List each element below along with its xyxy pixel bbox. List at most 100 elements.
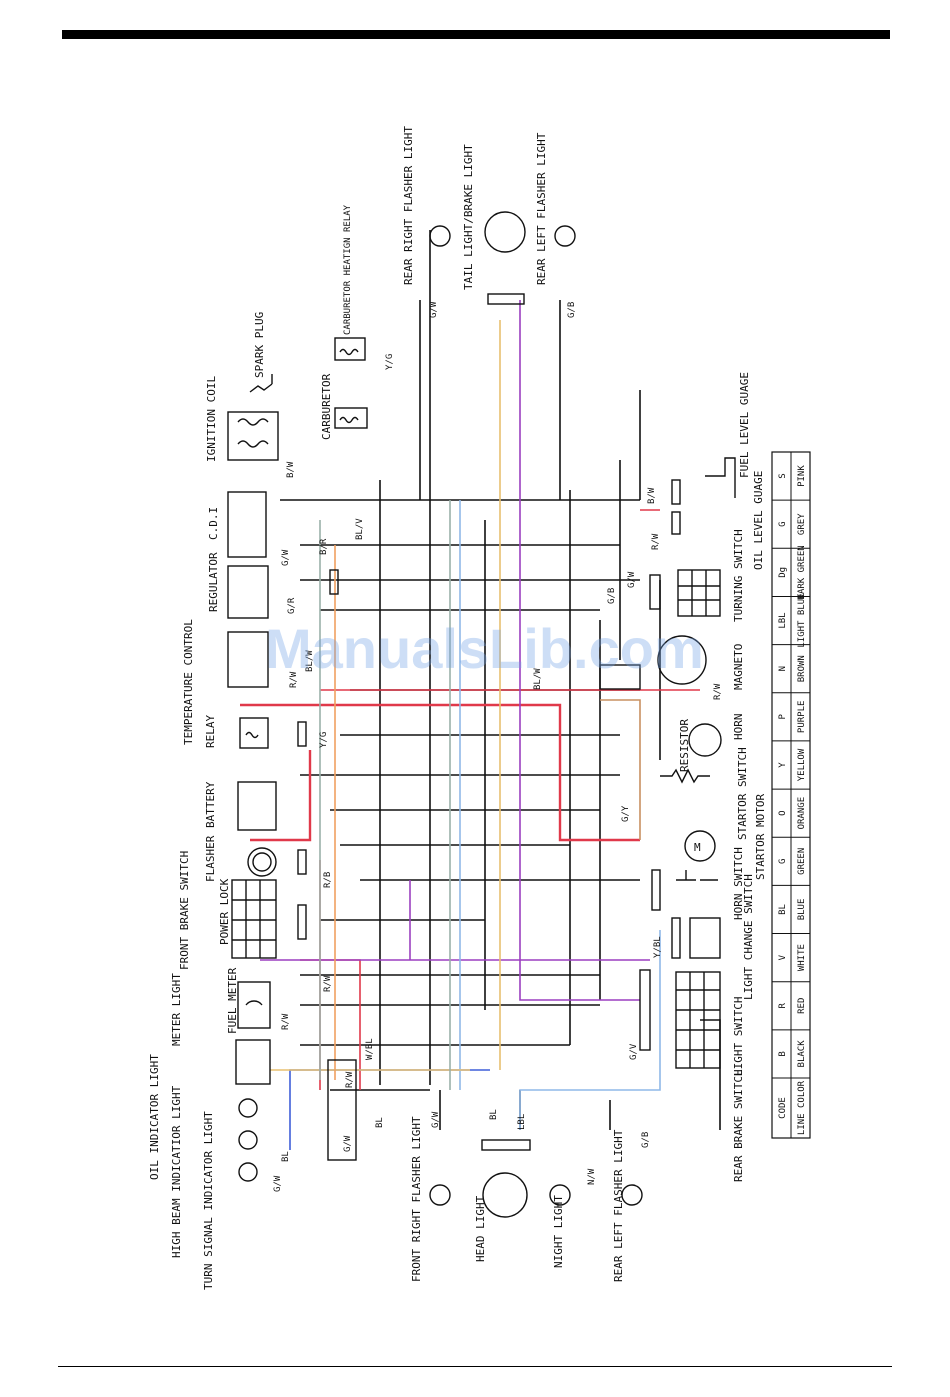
turning-switch-grid [677, 569, 721, 617]
label-oil-level-gauge: OIL LEVEL GUAGE [752, 471, 765, 570]
oil-indicator-bulb-icon [238, 1098, 258, 1118]
wire-label: R/W [345, 1071, 355, 1088]
head-light-connector [481, 1139, 531, 1151]
table-color-cell: GREY [797, 513, 807, 535]
label-resistor: RESISTOR [678, 719, 691, 772]
label-front-brake-switch: FRONT BRAKE SWITCH [178, 851, 191, 970]
table-color-cell: BLACK [797, 1040, 807, 1068]
fuel-gauge-symbol [705, 457, 736, 498]
table-code-cell: G [778, 522, 788, 527]
label-cdi: C.D.I [207, 507, 220, 540]
table-color-cell: LIGHT BLUE [797, 593, 807, 647]
connector-bar-turning-switch [649, 574, 661, 610]
rear-left-flasher-bulb-bottom-icon [621, 1184, 643, 1206]
label-front-right-flasher: FRONT RIGHT FLASHER LIGHT [410, 1116, 423, 1282]
table-color-cell: ORANGE [797, 797, 807, 830]
label-night-light: NIGHT LIGHT [552, 1195, 565, 1268]
label-rear-left-flasher-top: REAR LEFT FLASHER LIGHT [535, 132, 548, 285]
label-regulator: REGULATOR [207, 552, 220, 612]
connector-bar-light-switch [639, 969, 651, 1051]
resistor-symbol [660, 768, 710, 784]
label-oil-indicator: OIL INDICATOR LIGHT [148, 1054, 161, 1180]
rear-left-flasher-bulb-top-icon [554, 225, 576, 247]
table-color-cell: DARK GREEN [797, 545, 807, 599]
label-rear-left-flasher-bottom: REAR LEFT FLASHER LIGHT [612, 1129, 625, 1282]
wire-label: G/W [627, 571, 637, 588]
label-spark-plug: SPARK PLUG [253, 312, 266, 378]
label-carburetor: CARBURETOR [320, 373, 333, 440]
carburetor-symbol [334, 407, 368, 429]
wire-label: G/W [431, 1111, 441, 1128]
wire-label: G/V [629, 1043, 639, 1060]
ignition-coil-windings [237, 418, 269, 448]
cdi-box [227, 491, 267, 558]
connector-bar-regulator [329, 569, 339, 595]
label-turn-signal-indicator: TURN SIGNAL INDICATOR LIGHT [202, 1111, 215, 1290]
wire-label: Y/G [385, 354, 395, 370]
label-magneto: MAGNETO [732, 644, 745, 690]
wire-label: BL [489, 1109, 499, 1120]
label-head-light: HEAD LIGHT [474, 1195, 487, 1262]
front-right-flasher-bulb-icon [429, 1184, 451, 1206]
spark-plug-symbol [249, 374, 273, 393]
wire-label: B/R [319, 538, 329, 555]
wire-harness [240, 230, 721, 1150]
ignition-coil-symbol [227, 411, 279, 461]
connector-bar-powerlock [297, 904, 307, 940]
wire-label: Y/BL [653, 936, 663, 958]
label-flasher: FLASHER [204, 835, 217, 882]
wire-label: G/W [273, 1175, 283, 1192]
label-ignition-coil: IGNITION COIL [205, 376, 218, 462]
wire-label: LBL [517, 1114, 527, 1130]
tail-light-bulb-icon [484, 211, 526, 253]
label-horn: HORN [732, 714, 745, 741]
table-color-cell: RED [797, 998, 807, 1014]
wire-label: BL [281, 1151, 291, 1162]
wire-label: N/W [587, 1168, 597, 1185]
svg-text:M: M [694, 841, 701, 854]
label-meter-light: METER LIGHT [170, 973, 183, 1046]
bottom-rule [58, 1366, 892, 1367]
wire-label: BL/W [533, 668, 543, 690]
horn-symbol [688, 723, 722, 757]
power-lock-grid [231, 879, 277, 959]
turn-indicator-bulb-icon [238, 1162, 258, 1182]
wire-label: G/W [343, 1135, 353, 1152]
tail-light-connector [487, 293, 525, 305]
wire-label: BL [375, 1117, 385, 1128]
high-beam-indicator-bulb-icon [238, 1130, 258, 1150]
label-relay: RELAY [204, 715, 217, 748]
label-carb-relay: CARBURETOR HEATIGN RELAY [343, 204, 353, 335]
table-code-cell: Y [778, 762, 788, 768]
table-code-cell: G [778, 859, 788, 864]
table-color-cell: PURPLE [797, 701, 807, 734]
label-fuel-level-gauge: FUEL LEVEL GUAGE [738, 372, 751, 478]
magneto-symbol [657, 635, 707, 685]
light-change-switch-grid [689, 917, 721, 959]
rear-right-flasher-bulb-icon [429, 225, 451, 247]
wire-label: R/W [323, 975, 333, 992]
table-code-cell: BL [778, 904, 788, 915]
head-light-bulb-icon [482, 1172, 528, 1218]
battery-symbol [237, 781, 277, 831]
wire-label: B/W [286, 461, 296, 478]
table-code-cell: P [778, 714, 788, 720]
wire-label: B/W [647, 487, 657, 504]
horn-switch-symbol [676, 870, 718, 881]
label-temperature-control: TEMPERATURE CONTROL [182, 619, 195, 745]
wire-label: R/W [713, 683, 723, 700]
fuel-meter-symbol [237, 981, 271, 1029]
connector-bar-oil-gauge [671, 511, 681, 535]
label-high-beam-indicator: HIGH BEAM INDICATIOR LIGHT [170, 1085, 183, 1258]
label-fuel-meter: FUEL METER [226, 967, 239, 1034]
table-color-cell: GREEN [797, 848, 807, 875]
starter-motor-symbol [684, 830, 716, 862]
wire-label: Y/G [319, 732, 329, 748]
label-light-switch: LIGHT SWITCH [732, 997, 745, 1076]
wire-label: W/BL [365, 1038, 375, 1060]
wire-label: G/B [607, 588, 617, 604]
wire-label: R/B [323, 872, 333, 888]
wire-label: BL/W [305, 650, 315, 672]
